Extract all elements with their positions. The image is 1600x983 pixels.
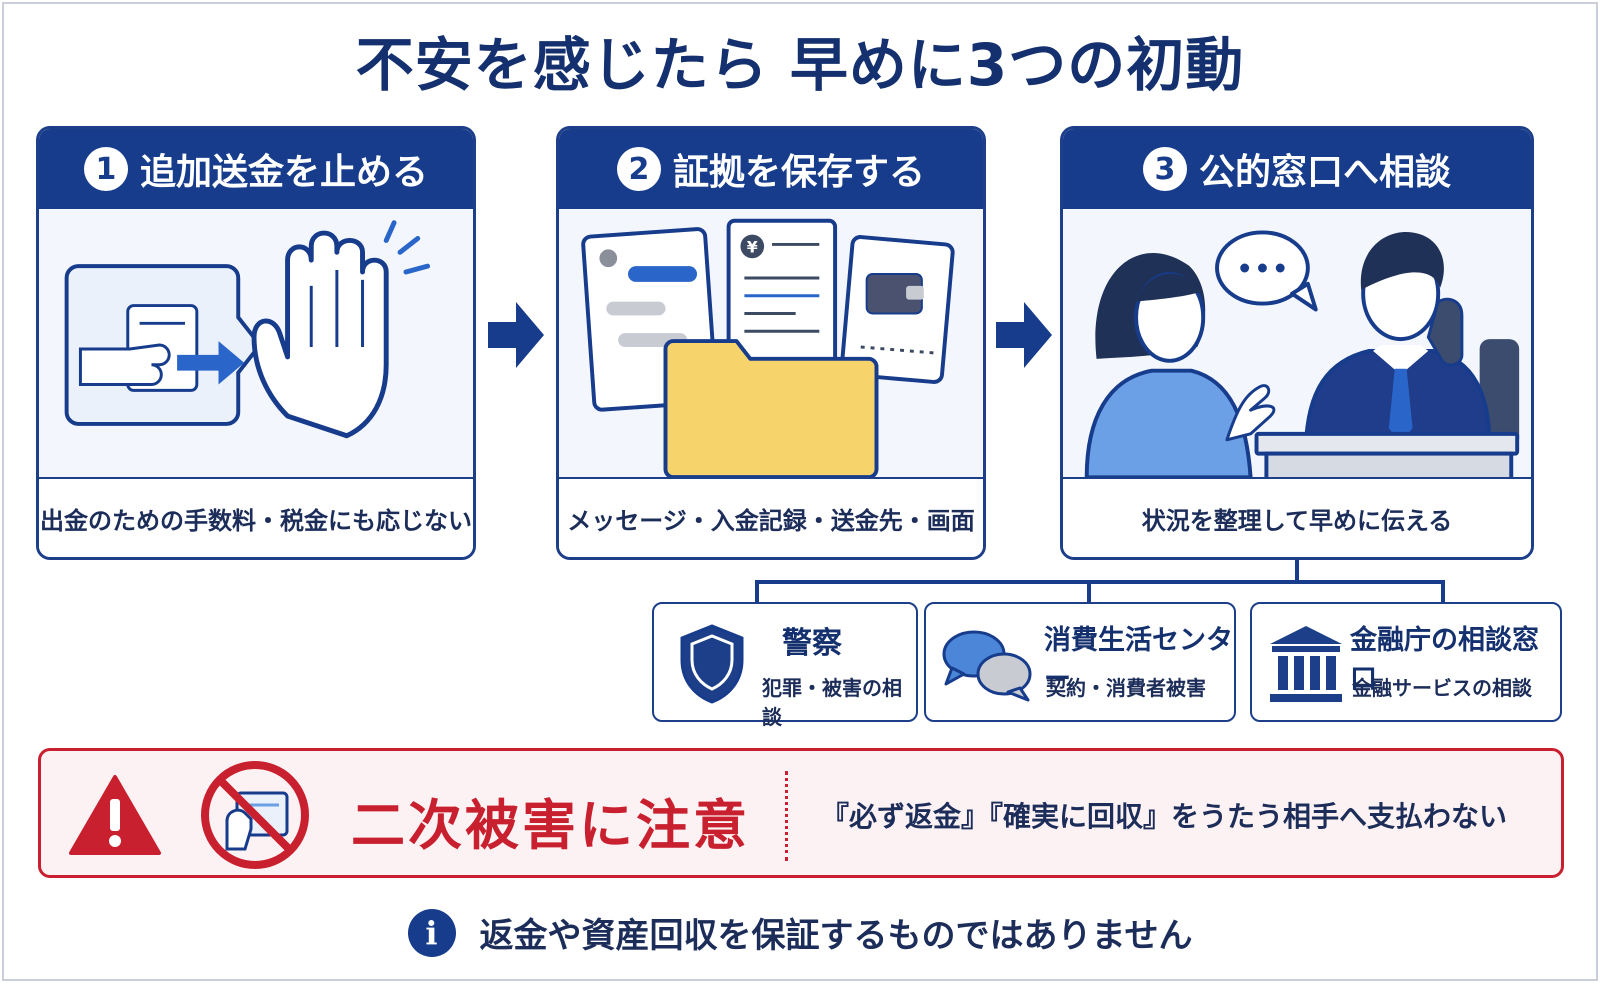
contact-description: 契約・消費者被害: [1046, 676, 1206, 700]
step-description: 状況を整理して早めに伝える: [1063, 477, 1531, 557]
contact-description: 犯罪・被害の相談: [762, 676, 902, 729]
no-payment-icon: [201, 761, 309, 869]
evidence-illustration: ¥: [581, 218, 955, 480]
consultation-illustration: [1084, 230, 1520, 483]
step-header: 1 追加送金を止める: [39, 129, 473, 209]
speech-bubble-icon: [1215, 230, 1318, 312]
receipt-icon: ¥: [726, 218, 838, 401]
step-title: 追加送金を止める: [139, 152, 428, 193]
disclaimer-text: 返金や資産回収を保証するものではありません: [479, 916, 1193, 956]
warning-message: 『必ず返金』『確実に回収』をうたう相手へ支払わない: [821, 800, 1508, 833]
step-title: 証拠を保存する: [672, 152, 925, 193]
disclaimer-note: i 返金や資産回収を保証するものではありません: [0, 908, 1600, 957]
svg-text:¥: ¥: [747, 237, 758, 256]
stop-hand-icon: [251, 220, 431, 439]
step-card-save-evidence: 2 証拠を保存する ¥ メッセージ・入金: [556, 126, 986, 560]
warning-title: 二次被害に注意: [351, 794, 750, 857]
flow-arrow-icon: [996, 302, 1052, 368]
step-number-badge: 2: [616, 147, 661, 191]
step-title: 公的窓口へ相談: [1198, 152, 1451, 193]
page-title: 不安を感じたら 早めに3つの初動: [355, 31, 1245, 99]
step-number-badge: 1: [83, 147, 128, 191]
folder-icon: [663, 339, 879, 480]
warning-triangle-icon: [69, 775, 161, 855]
stop-payment-illustration: [64, 220, 431, 439]
contact-tree-connector: [755, 560, 1445, 604]
step-header: 2 証拠を保存する: [559, 129, 983, 209]
chat-bubbles-icon: [942, 630, 1032, 702]
flow-arrow-icon: [488, 302, 544, 368]
step-description: 出金のための手数料・税金にも応じない: [39, 477, 473, 557]
step-header: 3 公的窓口へ相談: [1063, 129, 1531, 209]
warning-divider: [785, 771, 788, 861]
wallet-card-icon: [839, 235, 955, 384]
contact-card-fsa: 金融庁の相談窓口 金融サービスの相談: [1250, 602, 1562, 722]
step-number-badge: 3: [1142, 147, 1187, 191]
secondary-damage-warning: 二次被害に注意 『必ず返金』『確実に回収』をうたう相手へ支払わない: [38, 748, 1564, 878]
step-description: メッセージ・入金記録・送金先・画面: [559, 477, 983, 557]
contact-card-consumer-center: 消費生活センター 契約・消費者被害: [924, 602, 1236, 722]
contact-name: 消費生活センター: [1044, 625, 1233, 695]
step-card-consult-public-office: 3 公的窓口へ相談 状況を整理して早めに伝え: [1060, 126, 1534, 560]
step-card-stop-payment: 1 追加送金を止める 出金のための手数料・税金にも応じない: [36, 126, 476, 560]
bank-icon: [1270, 626, 1342, 702]
money-transfer-icon: [64, 264, 263, 426]
contact-description: 金融サービスの相談: [1352, 676, 1532, 700]
consultant-avatar: [1254, 231, 1520, 483]
contact-card-police: 警察 犯罪・被害の相談: [652, 602, 918, 729]
contact-name: 警察: [782, 626, 842, 661]
contact-name: 金融庁の相談窓口: [1350, 625, 1539, 695]
info-icon: i: [407, 908, 456, 957]
woman-avatar: [1084, 253, 1276, 480]
shield-icon: [680, 624, 744, 704]
